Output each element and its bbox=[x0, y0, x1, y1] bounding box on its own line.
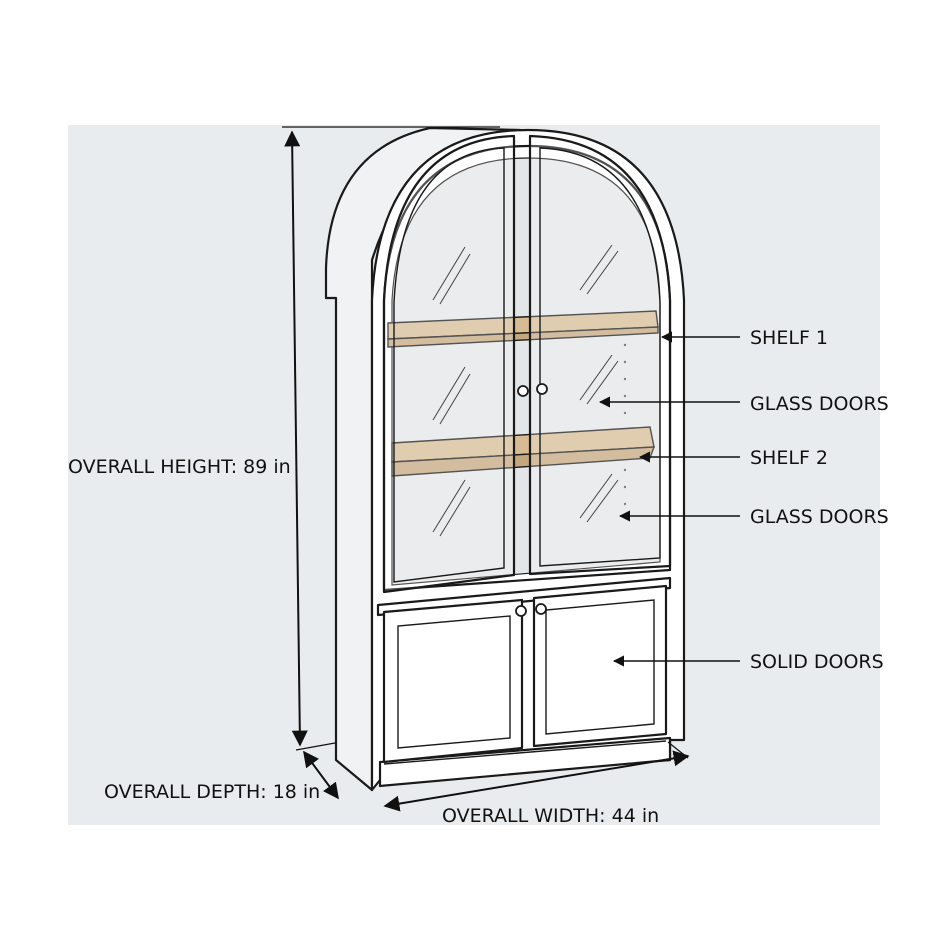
shelf-pin-holes bbox=[623, 343, 627, 506]
callout-label: GLASS DOORS bbox=[750, 506, 889, 528]
glass-door-left bbox=[382, 134, 516, 594]
height-arrow bbox=[284, 130, 308, 747]
cabinet bbox=[324, 126, 686, 792]
callout-label: SHELF 2 bbox=[750, 447, 828, 469]
height-dimension: OVERALL HEIGHT: 89 in bbox=[68, 126, 500, 747]
knob-icon bbox=[517, 385, 529, 397]
glass-glare bbox=[432, 244, 619, 537]
knob-icon bbox=[536, 383, 548, 395]
width-dimension: OVERALL WIDTH: 44 in bbox=[383, 741, 690, 827]
door-knobs bbox=[515, 383, 548, 617]
callout-label: SOLID DOORS bbox=[750, 651, 884, 673]
depth-label: OVERALL DEPTH: 18 in bbox=[104, 781, 320, 803]
callout-shelf-2: SHELF 2 bbox=[638, 447, 828, 469]
callout-glass-doors-lower: GLASS DOORS bbox=[618, 506, 889, 528]
knob-icon bbox=[515, 605, 527, 617]
knob-icon bbox=[535, 603, 547, 615]
height-label: OVERALL HEIGHT: 89 in bbox=[68, 456, 291, 478]
callout-label: SHELF 1 bbox=[750, 327, 828, 349]
callout-label: GLASS DOORS bbox=[750, 393, 889, 415]
glass-door-right bbox=[528, 134, 672, 576]
callout-shelf-1: SHELF 1 bbox=[660, 327, 828, 349]
callout-glass-doors-upper: GLASS DOORS bbox=[598, 393, 889, 415]
width-label: OVERALL WIDTH: 44 in bbox=[442, 805, 659, 827]
callout-solid-doors: SOLID DOORS bbox=[612, 651, 884, 673]
width-arrow bbox=[383, 750, 690, 812]
depth-arrow bbox=[303, 750, 339, 800]
depth-dimension: OVERALL DEPTH: 18 in bbox=[104, 742, 339, 803]
